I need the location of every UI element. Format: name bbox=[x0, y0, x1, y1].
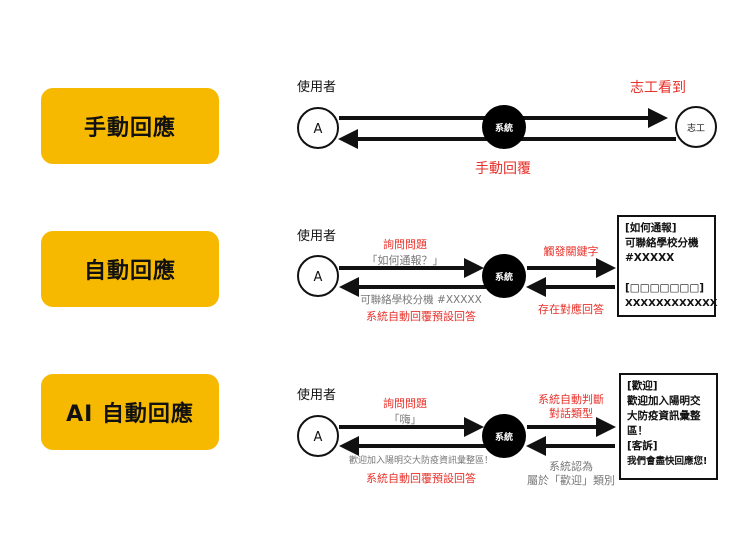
row1-user-label: 使用者 bbox=[297, 79, 336, 95]
row3-node-a-label: A bbox=[314, 430, 323, 445]
panel3-line1: [歡迎] bbox=[627, 380, 658, 392]
panel3-line2: 歡迎加入陽明交 bbox=[627, 395, 701, 407]
label-ai-auto-response: AI 自動回應 bbox=[41, 374, 219, 450]
panel3-line4: 區！ bbox=[627, 425, 648, 437]
row2-reply-example: 可聯絡學校分機 #XXXXX bbox=[360, 293, 482, 306]
row2-node-a bbox=[297, 255, 339, 297]
row2-node-a-label: A bbox=[314, 270, 323, 285]
row2-user-label: 使用者 bbox=[297, 228, 336, 244]
row1-node-volunteer bbox=[675, 106, 717, 148]
row3-auto-reply-label: 系統自動回覆預設回答 bbox=[366, 471, 476, 485]
panel2-line5: XXXXXXXXXXXX bbox=[625, 298, 718, 309]
row2-node-system bbox=[482, 254, 526, 298]
panel2-line2: 可聯絡學校分機 bbox=[625, 237, 699, 249]
panel3-line5: [客訴] bbox=[627, 440, 658, 452]
label-auto-response: 自動回應 bbox=[41, 231, 219, 307]
row2-trigger-keyword-label: 觸發關鍵字 bbox=[544, 244, 599, 258]
row3-node-a bbox=[297, 415, 339, 457]
row2-stored-answer-label: 存在對應回答 bbox=[538, 302, 604, 316]
row3-recognized-label-1: 系統認為 bbox=[549, 459, 593, 473]
row1-node-system-label: 系統 bbox=[495, 122, 513, 134]
row1-manual-reply-label: 手動回覆 bbox=[475, 161, 531, 177]
row2-ask-label: 詢問問題 bbox=[383, 237, 427, 251]
row1-node-system bbox=[482, 105, 526, 149]
row3-user-label: 使用者 bbox=[297, 387, 336, 403]
row3-ask-label: 詢問問題 bbox=[383, 396, 427, 410]
label-manual-response: 手動回應 bbox=[41, 88, 219, 164]
panel3-line6: 我們會盡快回應您! bbox=[627, 456, 708, 467]
panel2-line4: [□□□□□□□] bbox=[625, 282, 705, 294]
row3-judge-label-1: 系統自動判斷 bbox=[538, 392, 604, 406]
panel3-line3: 大防疫資訊彙整 bbox=[627, 410, 701, 422]
row3-judge-label-2: 對話類型 bbox=[549, 406, 593, 420]
row3-node-system-label: 系統 bbox=[495, 431, 513, 443]
row3-reply-example: 歡迎加入陽明交大防疫資訊彙整區！ bbox=[349, 454, 493, 466]
row2-keyword-response-panel: [如何通報] 可聯絡學校分機 #XXXXX [□□□□□□□] XXXXXXXX… bbox=[617, 215, 718, 317]
row1-node-a bbox=[297, 107, 339, 149]
panel2-line1: [如何通報] bbox=[625, 222, 677, 234]
row3-node-system bbox=[482, 414, 526, 458]
row1-node-a-label: A bbox=[314, 122, 323, 137]
row1-node-volunteer-label: 志工 bbox=[687, 122, 705, 134]
row2-ask-example: 「如何通報？」 bbox=[367, 253, 444, 267]
row1-volunteer-seen-label: 志工看到 bbox=[630, 80, 686, 96]
row2-node-system-label: 系統 bbox=[495, 271, 513, 283]
row3-category-response-panel: [歡迎] 歡迎加入陽明交 大防疫資訊彙整 區！ [客訴] 我們會盡快回應您! bbox=[619, 373, 718, 480]
row3-recognized-label-2: 屬於「歡迎」類別 bbox=[527, 473, 615, 487]
row3-ask-example: 「嗨」 bbox=[389, 412, 422, 426]
panel2-line3: #XXXXX bbox=[625, 252, 675, 264]
row2-auto-reply-label: 系統自動回覆預設回答 bbox=[366, 309, 476, 323]
